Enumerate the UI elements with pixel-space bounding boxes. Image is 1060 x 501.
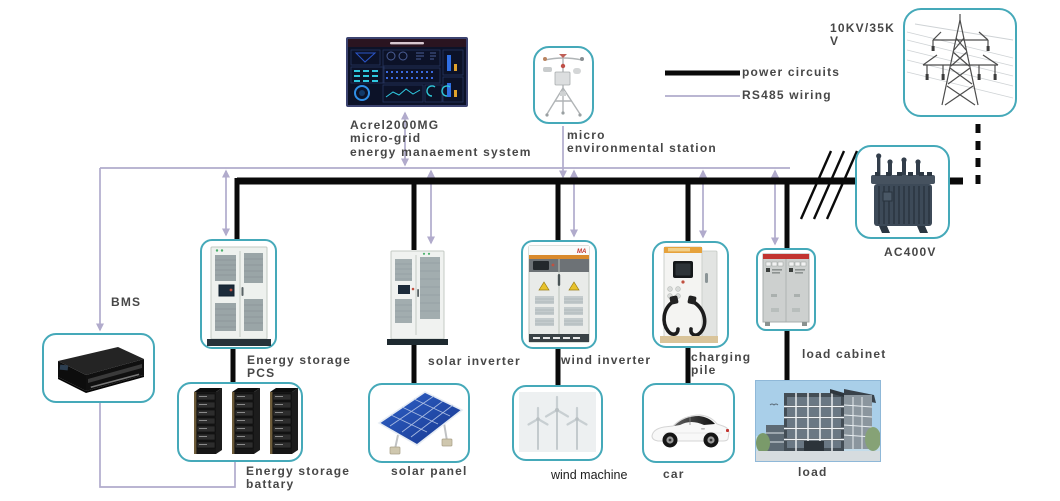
bms-label: BMS — [111, 295, 142, 309]
pcs-cabinet-image — [207, 246, 271, 346]
grid-voltage-label: 10KV/35K V — [830, 21, 895, 49]
station-label: micro environmental station — [567, 128, 717, 156]
transformer-image — [871, 153, 935, 233]
ems-label: Acrel2000MG micro-grid energy manaement … — [350, 118, 532, 159]
charging-pile-image — [660, 246, 718, 343]
legend-power-label: power circuits — [742, 65, 841, 79]
bms-node — [42, 333, 155, 403]
battery-node — [177, 382, 303, 462]
wind-inverter-image: MA — [528, 245, 590, 343]
car-image — [651, 414, 730, 448]
solar-inverter-image — [387, 250, 448, 345]
car-label: car — [663, 467, 685, 481]
load-cabinet-image — [762, 253, 810, 326]
solar-panel-node — [368, 383, 470, 463]
solar-panel-image — [377, 391, 464, 455]
legend-rs485-label: RS485 wiring — [742, 88, 832, 102]
weather-station-image — [543, 54, 584, 117]
transformer-node — [855, 145, 950, 239]
environmental-station-node — [533, 46, 594, 124]
ems-dashboard-image — [348, 39, 466, 105]
phase-slash-2 — [812, 150, 846, 220]
transmission-tower-image — [906, 14, 1014, 106]
battery-label: Energy storage battary — [246, 464, 351, 492]
charging-pile-label: charging pile — [691, 350, 752, 378]
wind-machine-label: wind machine — [551, 468, 628, 482]
grid-tower-node — [903, 8, 1017, 117]
load-cabinet-label: load cabinet — [802, 347, 887, 361]
wind-machine-node — [512, 385, 603, 461]
car-node — [642, 383, 735, 463]
pcs-label: Energy storage PCS — [247, 353, 352, 381]
wind-turbines-image — [519, 392, 596, 452]
load-building-node — [755, 380, 881, 462]
phase-slash-3 — [825, 150, 859, 220]
power-circuits — [230, 70, 981, 389]
bms-device-image — [58, 347, 144, 393]
charging-pile-node — [652, 241, 729, 348]
wind-inverter-label: wind inverter — [561, 353, 652, 367]
phase-slash-1 — [799, 150, 833, 220]
solar-inverter-label: solar inverter — [428, 354, 521, 368]
wind-inverter-node: MA — [521, 240, 597, 349]
load-label: load — [798, 465, 828, 479]
rs485-bms-battery — [99, 398, 236, 488]
transformer-label: AC400V — [884, 245, 937, 259]
load-cabinet-node — [756, 248, 816, 331]
pcs-node — [200, 239, 277, 349]
battery-racks-image — [194, 388, 298, 454]
svg-text:MA: MA — [577, 249, 586, 255]
solar-panel-label: solar panel — [391, 464, 468, 478]
solar-inverter-node — [384, 247, 451, 346]
ems-screen — [346, 37, 468, 107]
building-image — [756, 381, 880, 461]
